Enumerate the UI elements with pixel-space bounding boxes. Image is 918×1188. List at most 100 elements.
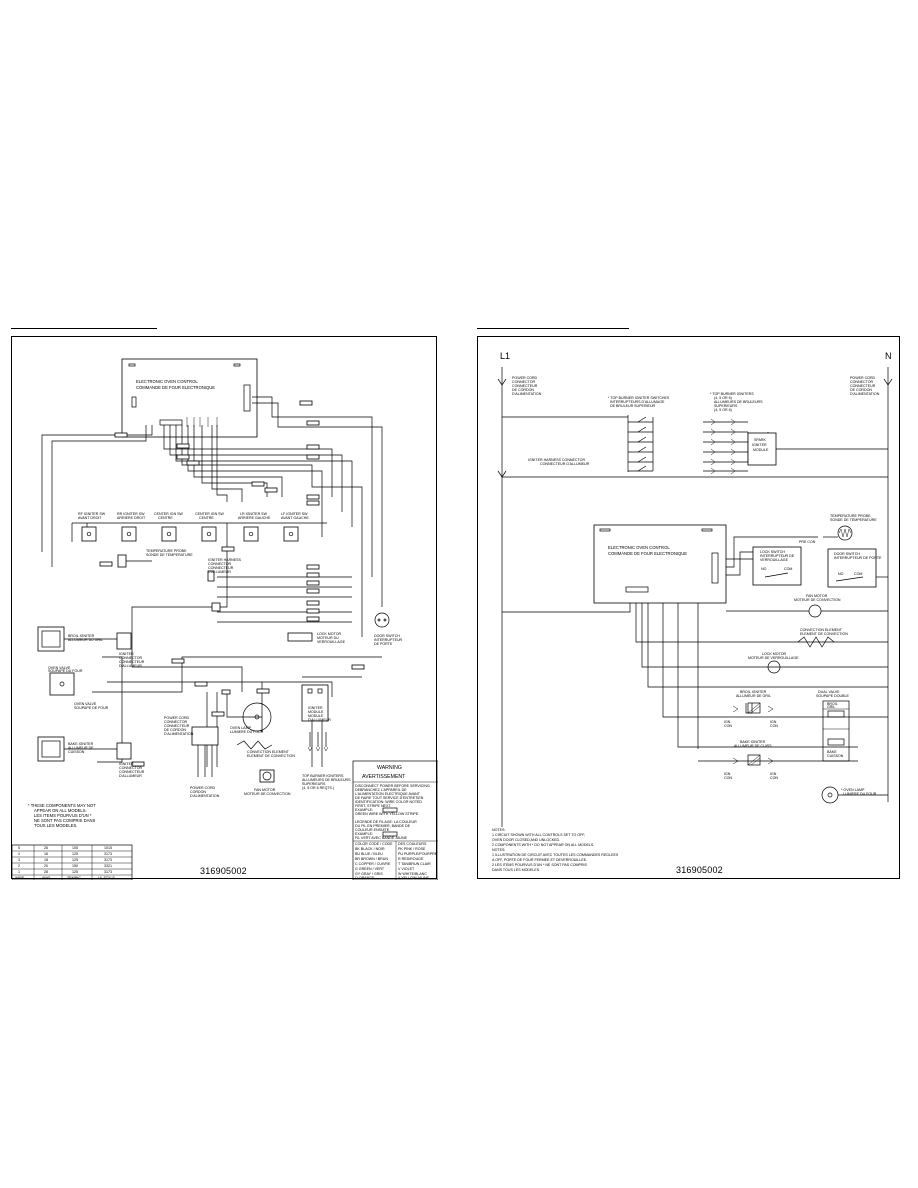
svg-text:MODULE: MODULE xyxy=(308,710,324,714)
svg-text:CONNECTEUR D'ALLUMEUR: CONNECTEUR D'ALLUMEUR xyxy=(540,462,590,466)
svg-text:TEMPERATURE PROBE: TEMPERATURE PROBE xyxy=(830,514,871,518)
svg-text:EXAMPLE:: EXAMPLE: xyxy=(355,832,373,836)
svg-text:26: 26 xyxy=(44,846,48,850)
svg-text:5: 5 xyxy=(18,846,20,850)
svg-text:D'ALIMENTATION: D'ALIMENTATION xyxy=(850,392,880,396)
svg-text:SPARK: SPARK xyxy=(754,438,767,442)
svg-text:CONNECTEUR: CONNECTEUR xyxy=(512,384,538,388)
svg-text:CONVECTION ELEMENT: CONVECTION ELEMENT xyxy=(800,628,843,632)
svg-text:EXAMPLE:: EXAMPLE: xyxy=(355,808,373,812)
top-burner-igniters: * TOP BURNER IGNITERS (4, 5 OR 6) ALLUME… xyxy=(703,392,769,475)
svg-text:FAN MOTOR: FAN MOTOR xyxy=(806,594,828,598)
schematic-diagram: L1 N POWER CORD CONNECTOR CONNECTEUR DE … xyxy=(492,351,893,875)
svg-text:IGN: IGN xyxy=(770,772,777,776)
svg-text:125: 125 xyxy=(72,852,78,856)
svg-text:125: 125 xyxy=(72,858,78,862)
svg-text:CON: CON xyxy=(724,724,732,728)
svg-text:D'ALLUMEUR: D'ALLUMEUR xyxy=(308,718,331,722)
svg-text:* OVEN LAMP: * OVEN LAMP xyxy=(841,788,865,792)
svg-text:A OFF, PORTE DE FOUR FERMEE ET: A OFF, PORTE DE FOUR FERMEE ET DEVERROUI… xyxy=(492,858,587,862)
svg-text:R RED/ROUGE: R RED/ROUGE xyxy=(398,857,424,861)
svg-text:NO: NO xyxy=(761,567,767,571)
svg-text:LOCK MOTOR: LOCK MOTOR xyxy=(317,632,341,636)
oven-control-label-en: ELECTRONIC OVEN CONTROL xyxy=(136,379,198,384)
svg-text:28: 28 xyxy=(44,870,48,874)
svg-text:CONNECTOR: CONNECTOR xyxy=(850,380,873,384)
svg-text:CORDON: CORDON xyxy=(190,790,206,794)
svg-text:IGNITER: IGNITER xyxy=(308,706,323,710)
svg-text:LOCK MOTOR: LOCK MOTOR xyxy=(762,652,786,656)
svg-text:3173: 3173 xyxy=(104,870,112,874)
svg-text:OVEN LAMP: OVEN LAMP xyxy=(230,726,252,730)
svg-text:OVEN VALVE: OVEN VALVE xyxy=(74,702,97,706)
svg-text:IGNITER: IGNITER xyxy=(752,443,767,447)
svg-text:OVEN VALVE: OVEN VALVE xyxy=(48,666,71,670)
broil-igniter: BROIL IGNITER ALLUMEUR DE GRIL IGN CON I… xyxy=(724,690,778,728)
svg-text:W WHITE/BLANC: W WHITE/BLANC xyxy=(398,872,427,876)
svg-text:DU FIL EN PREMIER, BANDE DE: DU FIL EN PREMIER, BANDE DE xyxy=(355,824,411,828)
dual-valve: DUAL VALVE SOUPAPE DOUBLE BROIL GRIL BAK… xyxy=(816,690,849,762)
part-number-right: 316905002 xyxy=(676,865,723,875)
oven-valve: OVEN VALVE SOUPAPE DU FOUR OVEN VALVE SO… xyxy=(48,666,109,710)
door-switch: DOOR SWITCH INTERRUPTEUR DE PORTE xyxy=(374,612,403,646)
svg-text:CONNECTEUR: CONNECTEUR xyxy=(164,724,190,728)
svg-text:SOUPAPE DE FOUR: SOUPAPE DE FOUR xyxy=(74,706,109,710)
svg-text:FIL VERT AVEC BANDE JAUNE: FIL VERT AVEC BANDE JAUNE xyxy=(355,836,408,840)
svg-text:(4, 5 OR 6): (4, 5 OR 6) xyxy=(714,396,732,400)
l1-label: L1 xyxy=(500,351,510,361)
svg-text:FIRST, STRIPE NEXT.: FIRST, STRIPE NEXT. xyxy=(355,804,391,808)
n-label: N xyxy=(885,351,892,361)
svg-text:TOP BURNER IGNITERS: TOP BURNER IGNITERS xyxy=(302,774,344,778)
schematic-panel: L1 N POWER CORD CONNECTOR CONNECTEUR DE … xyxy=(477,336,900,879)
wire-harness xyxy=(41,396,383,767)
svg-text:PU PURPLE/POURPRE: PU PURPLE/POURPRE xyxy=(398,852,438,856)
svg-text:3173: 3173 xyxy=(104,852,112,856)
svg-text:20: 20 xyxy=(44,864,48,868)
lock-motor: LOCK MOTOR MOTEUR DU VERROUILLAGE xyxy=(287,632,346,644)
temperature-probe: TEMPERATURE PROBE SONDE DE TEMPERATURE P… xyxy=(799,514,877,544)
svg-text:IDENTIFICATION: WIRE COLOR NOT: IDENTIFICATION: WIRE COLOR NOTED xyxy=(355,800,422,804)
svg-text:G GREEN / VERT: G GREEN / VERT xyxy=(355,867,385,871)
door-switch: DOOR SWITCH INTERRUPTEUR DE PORTE NO COM xyxy=(827,548,888,588)
svg-text:ELEMENT DE CONVECTION: ELEMENT DE CONVECTION xyxy=(247,754,295,758)
convection-element: CONVECTION ELEMENT ELEMENT DE CONVECTION xyxy=(236,740,295,758)
svg-text:D'ALLUMEUR: D'ALLUMEUR xyxy=(119,664,142,668)
svg-text:BAKE IGNITER: BAKE IGNITER xyxy=(740,740,766,744)
oven-control-label-fr: COMMANDE DE FOUR ELECTRONIQUE xyxy=(136,385,215,390)
svg-text:IGN: IGN xyxy=(770,720,777,724)
svg-text:BK BLACK / NOIR: BK BLACK / NOIR xyxy=(355,847,385,851)
svg-text:105: 105 xyxy=(72,846,78,850)
wire-tags xyxy=(99,400,365,767)
svg-text:* TOP BURNER IGNITER SWITCHES: * TOP BURNER IGNITER SWITCHES xyxy=(608,396,670,400)
svg-text:V VIOLET: V VIOLET xyxy=(398,867,415,871)
svg-text:POWER CORD: POWER CORD xyxy=(512,376,538,380)
left-title-rule xyxy=(11,328,157,329)
svg-text:TOUS LES MODELES.: TOUS LES MODELES. xyxy=(34,823,77,828)
svg-text:1 ILLUSTRATION DE CIRCUIT AVE: 1 ILLUSTRATION DE CIRCUIT AVEC TOUTES LE… xyxy=(492,853,619,857)
svg-text:MOTEUR DE CONVECTION: MOTEUR DE CONVECTION xyxy=(244,792,291,796)
wiring-diagram: ELECTRONIC OVEN CONTROL COMMANDE DE FOUR… xyxy=(12,358,438,880)
svg-text:Y YELLOW/JAUNE: Y YELLOW/JAUNE xyxy=(398,876,430,880)
svg-text:POWER CORD: POWER CORD xyxy=(190,786,216,790)
svg-text:NOTES:: NOTES: xyxy=(492,828,505,832)
power-cord-connector-n: POWER CORD CONNECTOR CONNECTEUR DE CORDO… xyxy=(850,376,880,396)
svg-text:INTERRUPTEUR DE PORTE: INTERRUPTEUR DE PORTE xyxy=(834,556,882,560)
svg-text:CONNECTEUR: CONNECTEUR xyxy=(208,566,234,570)
svg-text:CONNECTOR: CONNECTOR xyxy=(512,380,535,384)
svg-text:DANS TOUS LES MODELES.: DANS TOUS LES MODELES. xyxy=(492,868,540,872)
svg-text:* TOP BURNER IGNITERS: * TOP BURNER IGNITERS xyxy=(710,392,754,396)
svg-text:3: 3 xyxy=(18,858,20,862)
svg-text:BAKE: BAKE xyxy=(827,750,837,754)
svg-text:D'ALIMENTATION: D'ALIMENTATION xyxy=(512,392,542,396)
svg-text:BAKE IGNITER: BAKE IGNITER xyxy=(68,742,94,746)
svg-text:CONNECTOR: CONNECTOR xyxy=(164,720,187,724)
svg-text:SUPERIEURS: SUPERIEURS xyxy=(302,782,326,786)
svg-text:16: 16 xyxy=(44,852,48,856)
svg-text:D'ALLUMEUR: D'ALLUMEUR xyxy=(119,774,142,778)
oven-lamp: * OVEN LAMP LUMIERE DU FOUR xyxy=(821,786,888,804)
svg-text:FAN MOTOR: FAN MOTOR xyxy=(254,788,276,792)
part-number: 316905002 xyxy=(200,866,247,876)
svg-text:CONNECTOR: CONNECTOR xyxy=(208,562,231,566)
svg-text:IGNITER: IGNITER xyxy=(119,762,134,766)
svg-text:CUISSON: CUISSON xyxy=(68,750,85,754)
